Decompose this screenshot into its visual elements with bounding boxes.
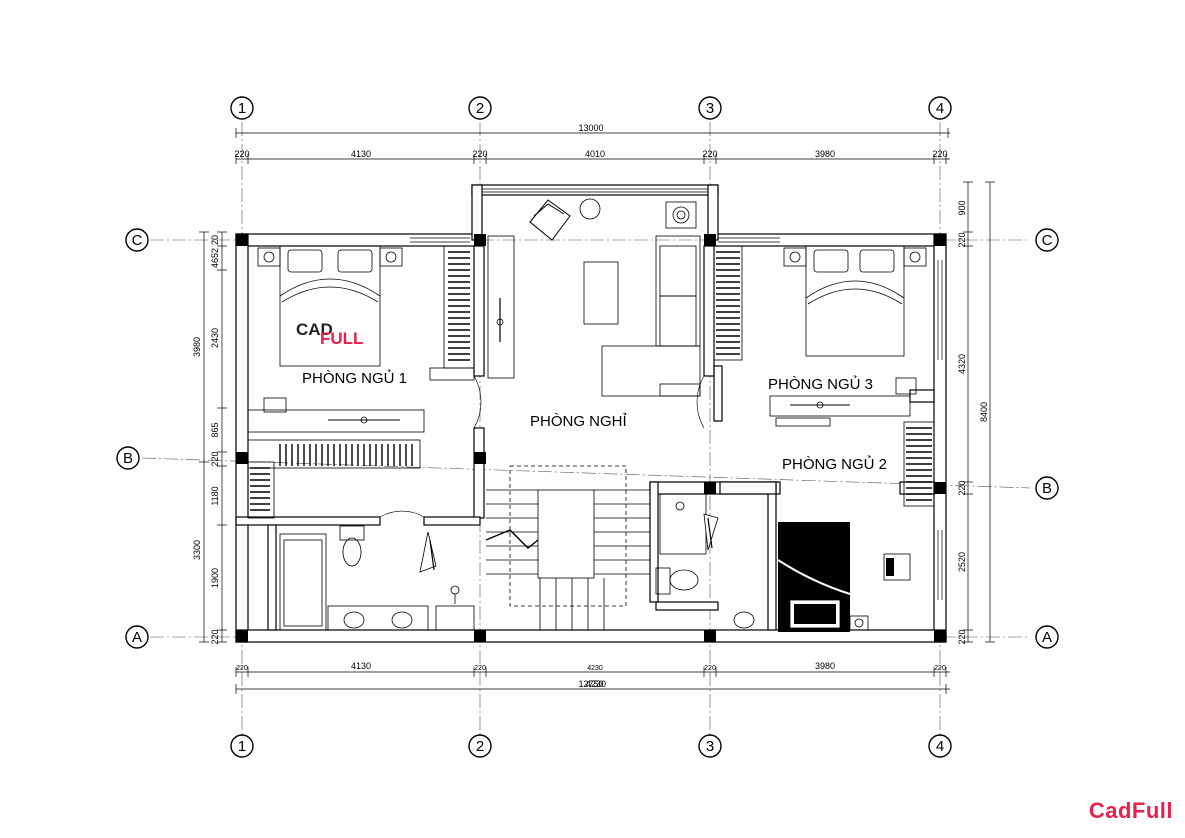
dim-right-3: 4320	[957, 354, 967, 374]
dimension-bottom: 220 4130 220 4230 220 3980 220 12750 423…	[235, 661, 950, 694]
dim-top-4: 4010	[585, 149, 605, 159]
dim-top-1: 220	[234, 149, 249, 159]
dim-top-7: 220	[932, 149, 947, 159]
dim-bottom-6: 3980	[815, 661, 835, 671]
cadfull-stamp: CAD FULL	[296, 320, 363, 348]
dim-right-2: 220	[957, 232, 967, 247]
room-label-bed3: PHÒNG NGỦ 3	[768, 375, 873, 393]
stamp-cad-text: CAD	[296, 320, 333, 339]
dim-bottom-7: 220	[934, 665, 946, 672]
axis-bubbles-sides: C B A C B A	[116, 228, 1059, 649]
dim-top-3: 220	[472, 149, 487, 159]
dim-left-2: 20	[210, 235, 220, 245]
dim-right-4: 220	[957, 480, 967, 495]
room-label-bed1: PHÒNG NGỦ 1	[302, 369, 407, 387]
axis-label-top-4: 4	[936, 100, 944, 117]
dim-left-8: 220	[210, 629, 220, 644]
axis-label-bottom-4: 4	[936, 738, 944, 755]
room-label-lounge: PHÒNG NGHỈ	[530, 413, 627, 430]
dimension-left: 3980 3300 4652 20 2430 865 220 1180 1900…	[192, 231, 227, 645]
dim-bottom-2: 4130	[351, 661, 371, 671]
dim-left-7: 1900	[210, 568, 220, 588]
dim-bottom-4: 4230	[587, 665, 603, 672]
bedroom-2-furniture	[777, 421, 935, 632]
dimension-top: 13000 220 4130 220 4010 220 3980 220	[234, 123, 950, 164]
dim-top-6: 3980	[815, 149, 835, 159]
axis-label-left-c: C	[132, 232, 143, 249]
dim-top-2: 4130	[351, 149, 371, 159]
axis-bubbles-top: 1 2 3 4	[230, 96, 952, 120]
lounge-furniture	[487, 198, 743, 397]
axis-label-left-b: B	[123, 450, 133, 467]
dimension-right: 900 220 4320 220 2520 220 8400	[957, 181, 995, 645]
dim-bottom-3: 220	[474, 665, 486, 672]
staircase	[485, 465, 650, 630]
axis-label-top-3: 3	[706, 100, 714, 117]
walls	[235, 184, 947, 643]
dim-top-total: 13000	[578, 123, 603, 133]
axis-label-right-b: B	[1042, 480, 1052, 497]
axis-bubbles-bottom: 1 2 3 4	[230, 734, 952, 758]
bedroom-3-furniture	[769, 245, 927, 427]
dim-bottom-total: 12750	[578, 679, 603, 689]
room-label-bed2: PHÒNG NGỦ 2	[782, 455, 887, 473]
bathroom-fixtures	[279, 493, 755, 631]
dim-left-6: 1180	[210, 486, 220, 505]
dim-top-5: 220	[702, 149, 717, 159]
axis-label-right-c: C	[1042, 232, 1053, 249]
bedroom-1-furniture: CAD FULL	[247, 245, 475, 519]
stamp-full-text: FULL	[320, 329, 363, 348]
brand-logo: CadFull	[1088, 798, 1173, 823]
axis-label-bottom-2: 2	[476, 738, 484, 755]
dim-right-6: 220	[957, 629, 967, 644]
dim-right-5: 2520	[957, 552, 967, 572]
room-labels: PHÒNG NGỦ 1 PHÒNG NGHỈ PHÒNG NGỦ 3 PHÒNG…	[302, 369, 887, 473]
dim-left-4: 865	[210, 422, 220, 437]
dim-bottom-total-overlap: 4230	[586, 679, 606, 689]
dim-left-1: 4652	[210, 248, 220, 268]
axis-label-bottom-1: 1	[238, 738, 246, 755]
dim-left-outer-2: 3300	[192, 540, 202, 560]
axis-label-top-2: 2	[476, 100, 484, 117]
axis-label-top-1: 1	[238, 100, 246, 117]
windows	[410, 188, 943, 600]
dim-right-1: 900	[957, 200, 967, 215]
axis-label-right-a: A	[1042, 629, 1052, 646]
doors	[379, 375, 705, 518]
axis-label-left-a: A	[132, 629, 142, 646]
dim-bottom-5: 220	[704, 665, 716, 672]
dim-right-total: 8400	[979, 402, 989, 422]
axis-label-bottom-3: 3	[706, 738, 714, 755]
dim-bottom-1: 220	[236, 665, 248, 672]
dim-left-5: 220	[210, 451, 220, 466]
dim-left-3: 2430	[210, 328, 220, 348]
dim-left-outer: 3980	[192, 337, 202, 357]
